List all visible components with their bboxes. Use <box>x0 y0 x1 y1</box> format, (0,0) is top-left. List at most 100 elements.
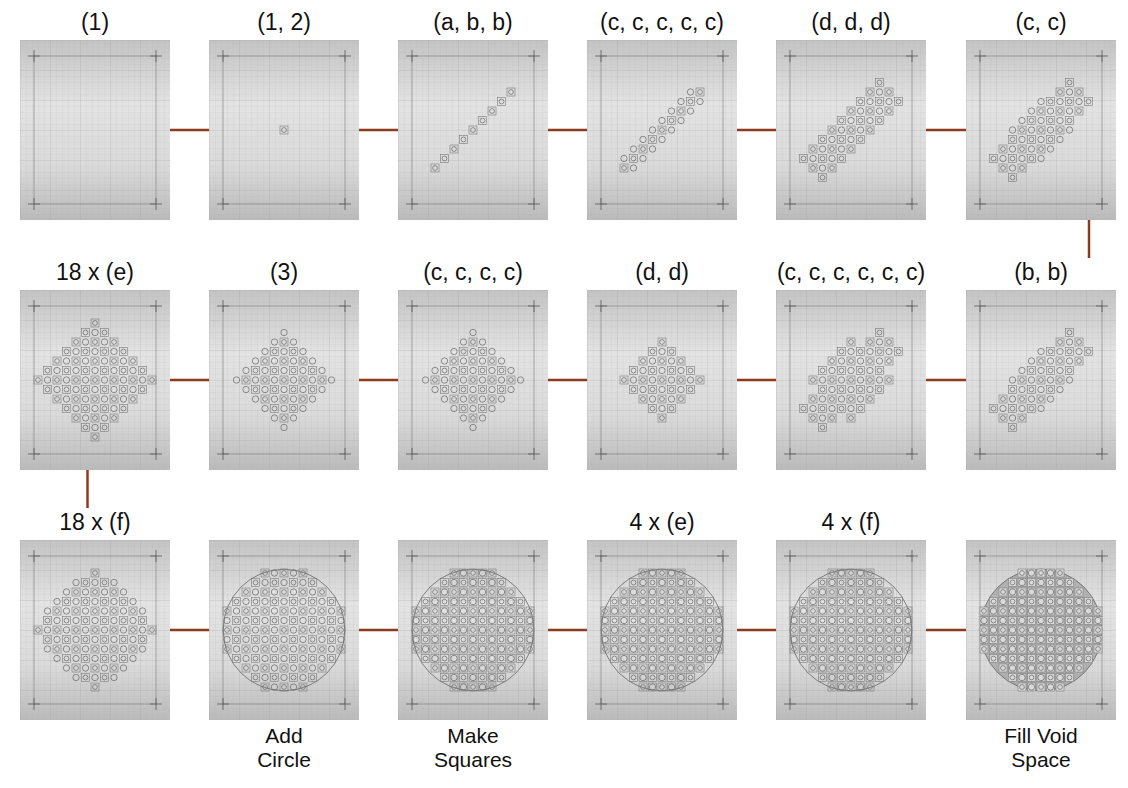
pattern-square <box>819 405 827 413</box>
pattern-square <box>715 626 723 634</box>
pattern-square <box>63 405 71 413</box>
pattern-circle <box>698 90 703 95</box>
pattern-circle <box>858 349 863 354</box>
pattern-circle <box>451 598 457 604</box>
pattern-circle <box>310 618 315 623</box>
pattern-circle <box>54 617 60 623</box>
corner-tick <box>406 50 418 62</box>
pattern-circle <box>508 636 514 642</box>
pattern-square <box>498 626 506 634</box>
corner-tick <box>974 448 986 460</box>
pattern-circle <box>112 359 117 364</box>
pattern-square <box>139 367 147 375</box>
corner-tick <box>528 550 540 562</box>
pattern-circle <box>991 406 996 411</box>
pattern-circle <box>461 349 466 354</box>
grid-lines <box>776 290 926 470</box>
pattern-square <box>649 636 657 644</box>
pattern-circle <box>243 636 249 642</box>
pattern-circle <box>101 339 107 345</box>
pattern-square <box>885 376 893 384</box>
pattern-square <box>658 664 666 672</box>
pattern-circle <box>792 647 797 652</box>
pattern-circle <box>640 655 646 661</box>
pattern-circle <box>471 685 476 690</box>
pattern-square <box>290 367 298 375</box>
pattern-circle <box>253 599 258 604</box>
pattern-circle <box>102 675 107 680</box>
pattern-square <box>990 155 998 163</box>
pattern-square <box>431 645 439 653</box>
print-frame <box>601 556 723 704</box>
pattern-square <box>838 136 846 144</box>
pattern-circle <box>271 358 277 364</box>
pattern-circle <box>631 599 636 604</box>
pattern-circle <box>233 627 239 633</box>
step-label: (d, d, d) <box>811 8 890 36</box>
pattern-circle <box>111 674 117 680</box>
pattern-circle <box>849 609 854 614</box>
pattern-square <box>469 598 477 606</box>
pattern-square <box>498 636 506 644</box>
pattern-circle <box>282 571 287 576</box>
pattern-circle <box>301 590 306 595</box>
pattern-circle <box>300 674 306 680</box>
pattern-circle <box>830 590 835 595</box>
pattern-circle <box>328 627 334 633</box>
pattern-circle <box>668 684 674 690</box>
pattern-circle <box>678 674 684 680</box>
pattern-circle <box>139 377 145 383</box>
pattern-square <box>498 655 506 663</box>
pattern-square <box>706 626 714 634</box>
pattern-circle <box>868 128 873 133</box>
pattern-square <box>479 645 487 653</box>
corner-tick <box>406 448 418 460</box>
step-connector <box>548 129 587 132</box>
pattern-circle <box>263 666 268 671</box>
pattern-circle <box>263 685 268 690</box>
corner-tick <box>784 198 796 210</box>
pattern-square <box>649 683 657 691</box>
step-label: 4 x (e) <box>629 508 694 536</box>
pattern-square <box>1047 98 1055 106</box>
pattern-circle <box>339 628 344 633</box>
pattern-circle <box>451 655 457 661</box>
pattern-square <box>91 664 99 672</box>
pattern-square <box>460 683 468 691</box>
pattern-circle <box>252 396 258 402</box>
pattern-square <box>299 607 307 615</box>
pattern-circle <box>74 647 79 652</box>
pattern-circle <box>291 349 296 354</box>
pattern-circle <box>74 416 79 421</box>
pattern-square <box>687 626 695 634</box>
pattern-circle <box>111 579 117 585</box>
pattern-circle <box>73 598 79 604</box>
pattern-circle <box>101 396 107 402</box>
pattern-circle <box>1019 155 1025 161</box>
pattern-circle <box>470 579 476 585</box>
pattern-circle <box>36 628 41 633</box>
pattern-circle <box>1029 156 1034 161</box>
pattern-circle <box>641 378 646 383</box>
pattern-circle <box>441 358 447 364</box>
pattern-square <box>706 607 714 615</box>
pattern-square <box>649 367 657 375</box>
pattern-circle <box>74 397 79 402</box>
pattern-circle <box>1066 108 1072 114</box>
pattern-circle <box>442 368 447 373</box>
pattern-square <box>838 645 846 653</box>
pattern-circle <box>1058 378 1063 383</box>
pattern-circle <box>44 646 50 652</box>
pattern-circle <box>262 674 268 680</box>
pattern-circle <box>291 656 296 661</box>
pattern-circle <box>811 416 816 421</box>
pattern-circle <box>698 628 703 633</box>
pattern-circle <box>800 627 806 633</box>
pattern-square <box>819 607 827 615</box>
pattern-square <box>838 617 846 625</box>
corner-tick <box>784 698 796 710</box>
pattern-square <box>677 674 685 682</box>
step-panel: (c, c, c, c) <box>398 258 548 470</box>
pattern-circle <box>290 684 296 690</box>
pattern-circle <box>498 608 504 614</box>
